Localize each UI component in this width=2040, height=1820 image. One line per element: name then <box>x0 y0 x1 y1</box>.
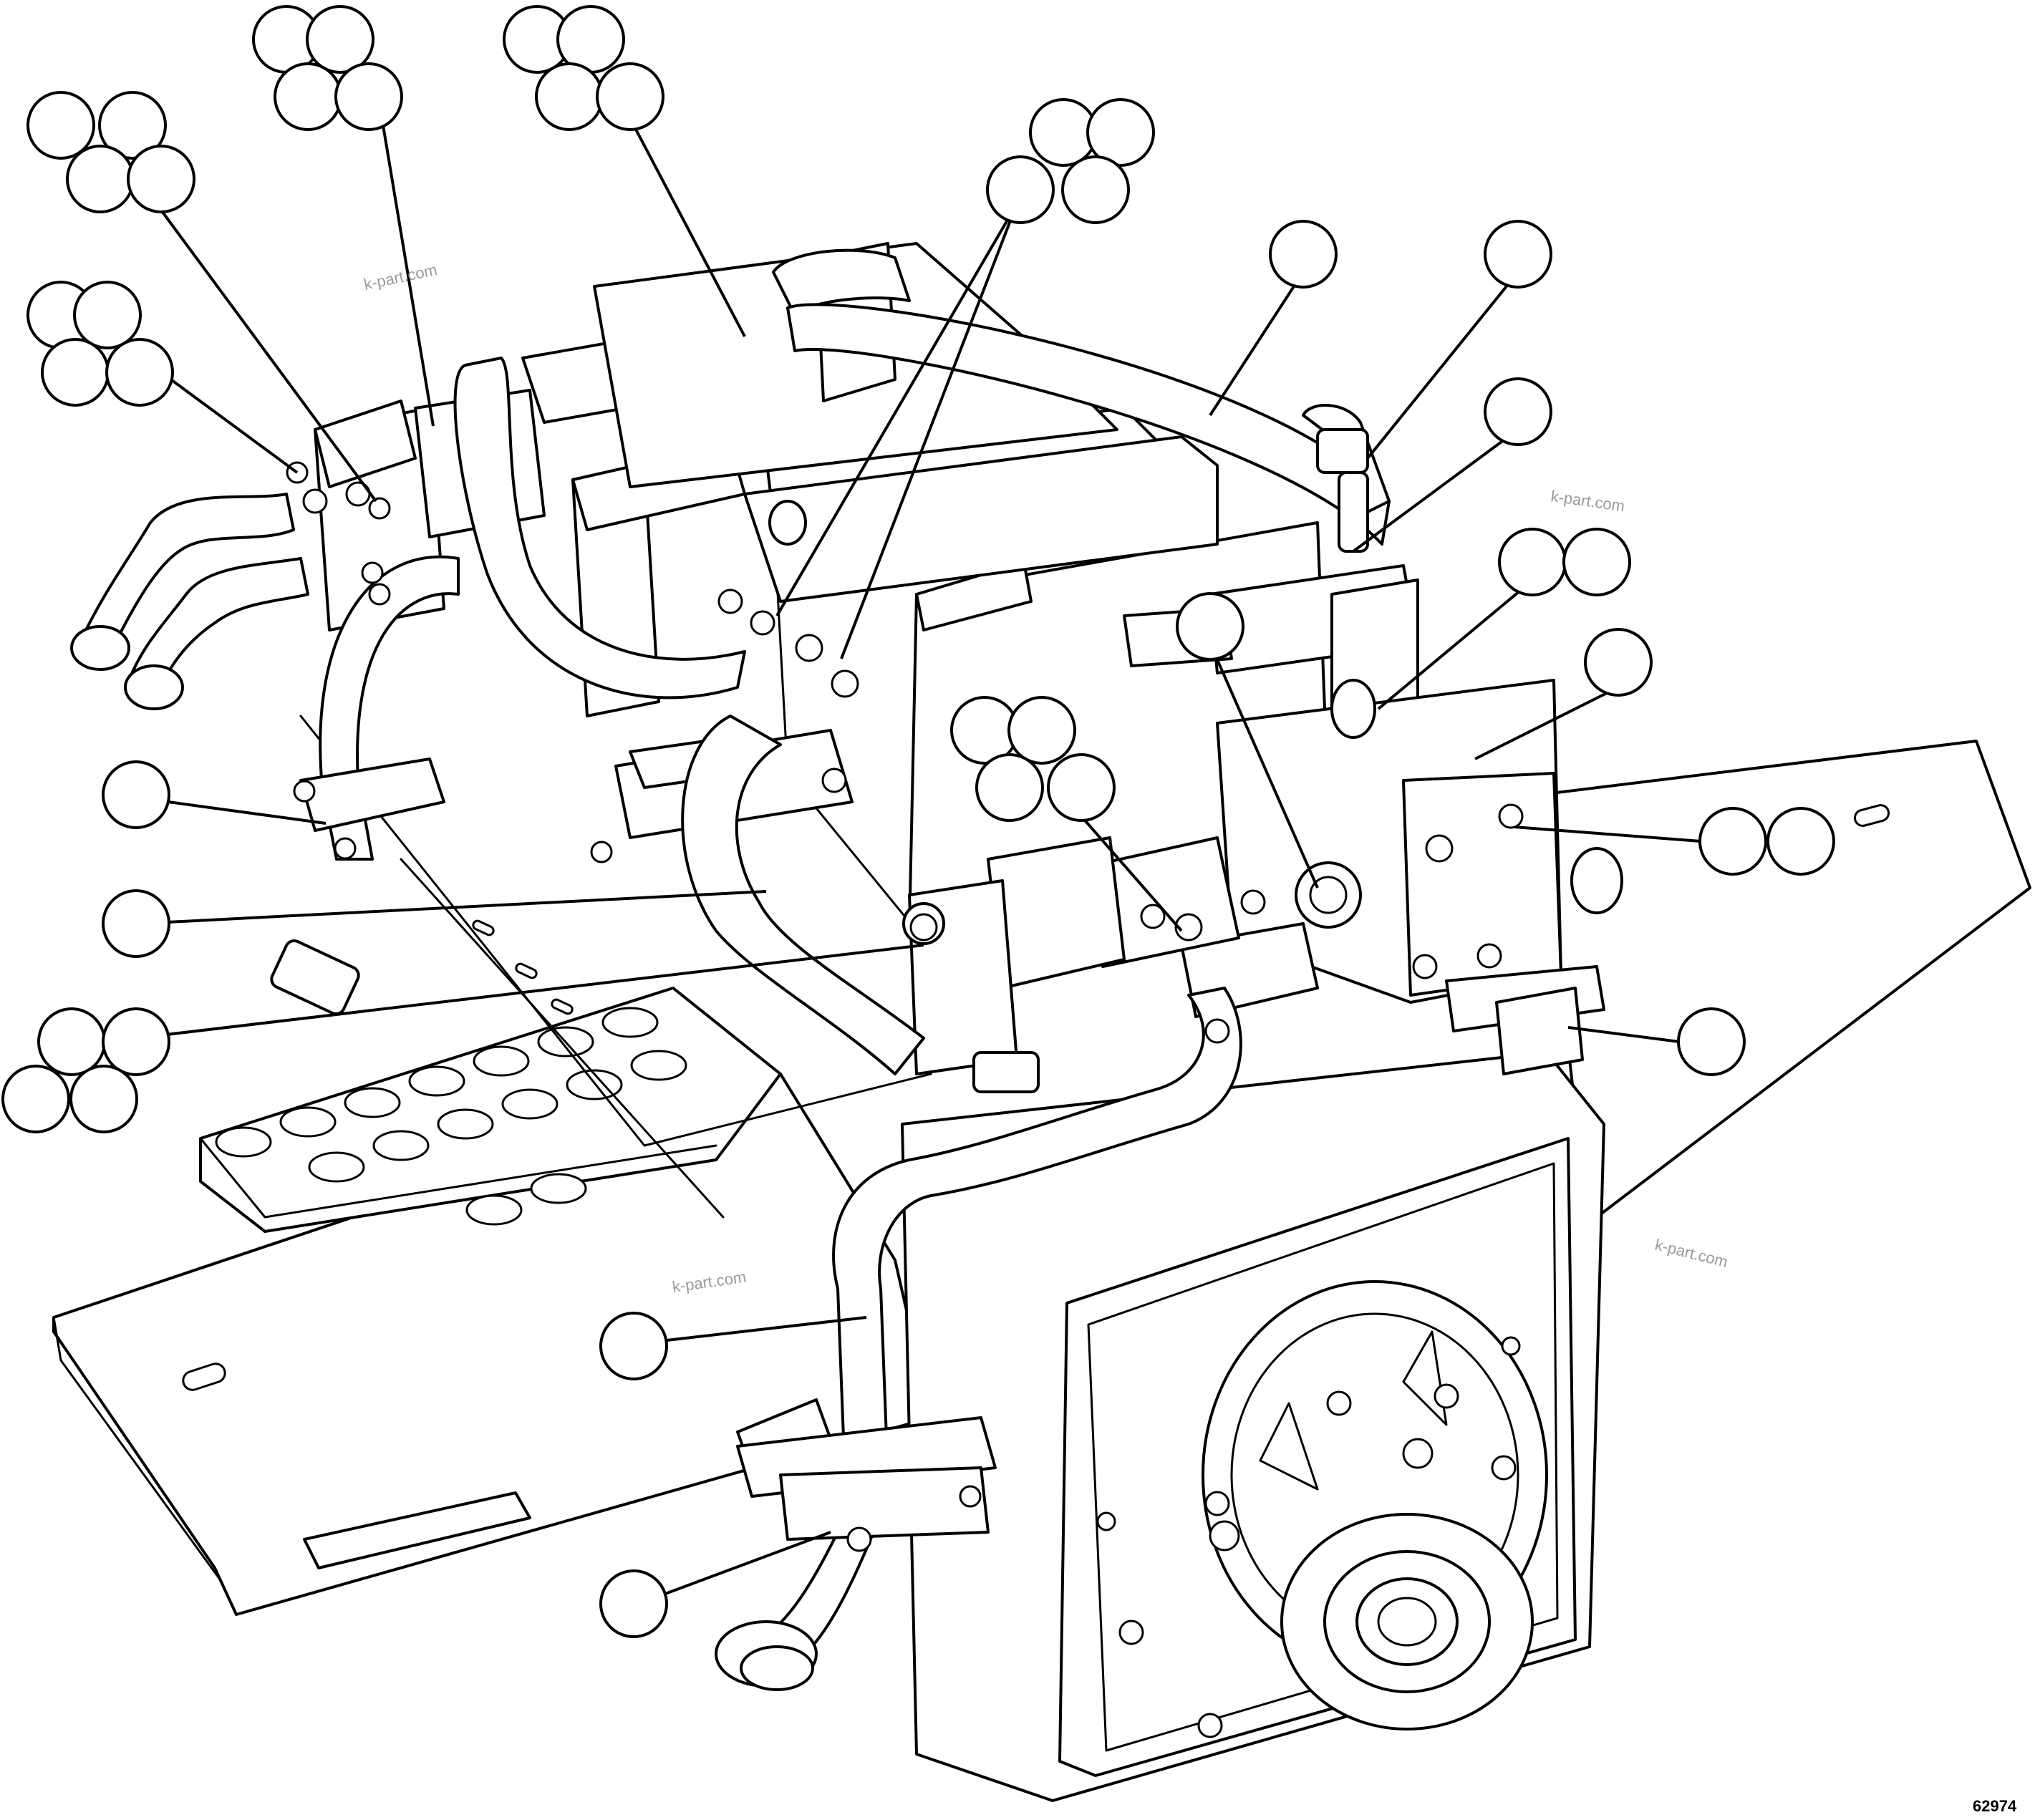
callout-group-c <box>252 5 403 131</box>
callout-balloon-n <box>1677 1007 1746 1076</box>
callout-balloon-h <box>1484 377 1552 446</box>
callout-balloon <box>975 753 1044 822</box>
callout-group-i <box>1498 528 1631 596</box>
gearbox-bolts <box>1096 1336 1521 1738</box>
flange-bolts <box>286 461 1524 1044</box>
callout-balloon-g <box>1484 220 1552 289</box>
callout-balloon <box>1061 155 1130 224</box>
callout-balloon <box>1047 753 1116 822</box>
callout-balloon <box>1698 807 1767 876</box>
leader-lines <box>135 125 1701 1602</box>
callout-balloon <box>105 338 174 407</box>
callout-balloon <box>306 5 374 74</box>
callout-balloon <box>1498 528 1567 596</box>
watermark: k-part.com <box>1653 1236 1730 1271</box>
callout-balloon-j <box>1584 628 1653 697</box>
callout-balloon-r <box>599 1312 668 1380</box>
gearbox-housing <box>901 1051 1605 1802</box>
callout-balloon <box>26 91 95 160</box>
frame-slots <box>472 919 574 1015</box>
figure-number: 62974 <box>1973 1797 2017 1815</box>
callout-balloon-s <box>599 1569 668 1638</box>
callout-balloon <box>334 62 403 131</box>
callout-group-q <box>1 1007 170 1133</box>
callout-balloons <box>1 5 1835 1638</box>
callout-group-e <box>986 98 1155 224</box>
callout-group-b <box>26 91 195 213</box>
callout-balloon <box>73 281 142 349</box>
callout-balloon <box>1 1065 70 1133</box>
callout-group-a <box>26 281 174 407</box>
callout-balloon <box>1086 98 1155 167</box>
watermark: k-part.com <box>362 261 439 294</box>
callout-balloon-p <box>102 889 170 958</box>
callout-balloon-f <box>1269 220 1338 289</box>
perforated-plate <box>199 987 782 1233</box>
callout-balloon <box>1766 807 1835 876</box>
callout-balloon <box>37 1007 106 1076</box>
callout-group-m <box>1698 807 1835 876</box>
watermark: k-part.com <box>1550 487 1625 515</box>
callout-balloon <box>66 145 135 213</box>
callout-balloon <box>1562 528 1631 596</box>
callout-balloon <box>274 62 342 131</box>
callout-group-l <box>950 696 1116 822</box>
callout-balloon <box>535 62 604 131</box>
callout-group-d <box>503 5 664 131</box>
callout-balloon <box>986 155 1055 224</box>
perforation-holes <box>215 1007 687 1226</box>
fittings <box>70 428 1623 1691</box>
valve-blocks <box>314 242 1562 1075</box>
callout-balloon-k <box>1176 592 1244 661</box>
callout-balloon <box>596 62 664 131</box>
callout-balloon <box>1007 696 1076 765</box>
callout-balloon-o <box>102 760 170 829</box>
callout-balloon <box>69 1065 138 1133</box>
callout-balloon <box>127 145 195 213</box>
clamp-brackets <box>293 757 1584 1552</box>
callout-balloon <box>98 91 167 160</box>
machine-line-art <box>52 242 2031 1802</box>
callout-balloon <box>102 1007 170 1076</box>
callout-balloon <box>41 338 110 407</box>
